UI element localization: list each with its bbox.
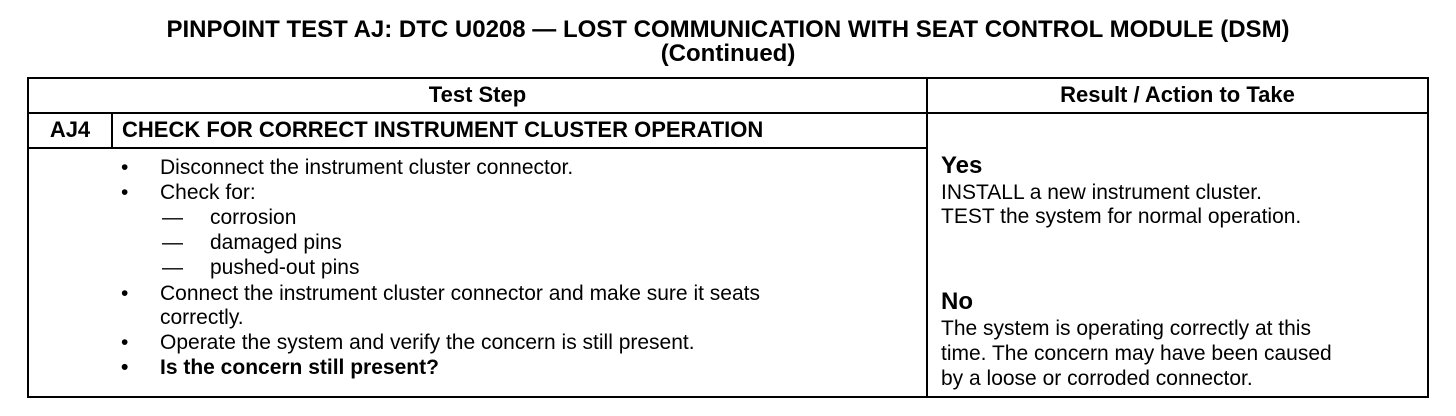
page-subtitle-continued: (Continued)	[660, 40, 796, 67]
yes-action: TEST the system for normal operation.	[941, 205, 1302, 228]
instruction-item: Operate the system and verify the concer…	[160, 331, 695, 354]
bullet-icon: •	[121, 356, 129, 379]
dash-icon: —	[162, 206, 183, 229]
no-label: No	[941, 288, 973, 315]
no-action: by a loose or corroded connector.	[941, 367, 1253, 390]
step-title: CHECK FOR CORRECT INSTRUMENT CLUSTER OPE…	[122, 117, 764, 142]
instruction-item-continued: correctly.	[160, 306, 244, 329]
instruction-item: Connect the instrument cluster connector…	[160, 282, 760, 305]
check-subitem: damaged pins	[210, 231, 342, 254]
bullet-icon: •	[121, 156, 129, 179]
dash-icon: —	[162, 256, 183, 279]
yes-action: INSTALL a new instrument cluster.	[941, 181, 1262, 204]
step-title-divider	[27, 147, 928, 149]
pinpoint-test-table	[27, 77, 1429, 398]
instruction-item: Check for:	[160, 181, 256, 204]
no-action: The system is operating correctly at thi…	[941, 317, 1311, 340]
page-title: PINPOINT TEST AJ: DTC U0208 — LOST COMMU…	[166, 16, 1290, 43]
header-divider	[27, 112, 1429, 114]
step-id-divider	[111, 112, 113, 149]
step-id: AJ4	[49, 117, 91, 142]
bullet-icon: •	[121, 282, 129, 305]
no-action: time. The concern may have been caused	[941, 342, 1332, 365]
yes-label: Yes	[941, 152, 983, 179]
test-step-header: Test Step	[428, 82, 527, 107]
result-action-header: Result / Action to Take	[1060, 82, 1295, 107]
instruction-question: Is the concern still present?	[160, 356, 439, 379]
dash-icon: —	[162, 231, 183, 254]
check-subitem: corrosion	[210, 206, 297, 229]
instruction-item: Disconnect the instrument cluster connec…	[160, 156, 574, 179]
bullet-icon: •	[121, 181, 129, 204]
column-divider	[926, 77, 928, 398]
check-subitem: pushed-out pins	[210, 256, 360, 279]
bullet-icon: •	[121, 331, 129, 354]
